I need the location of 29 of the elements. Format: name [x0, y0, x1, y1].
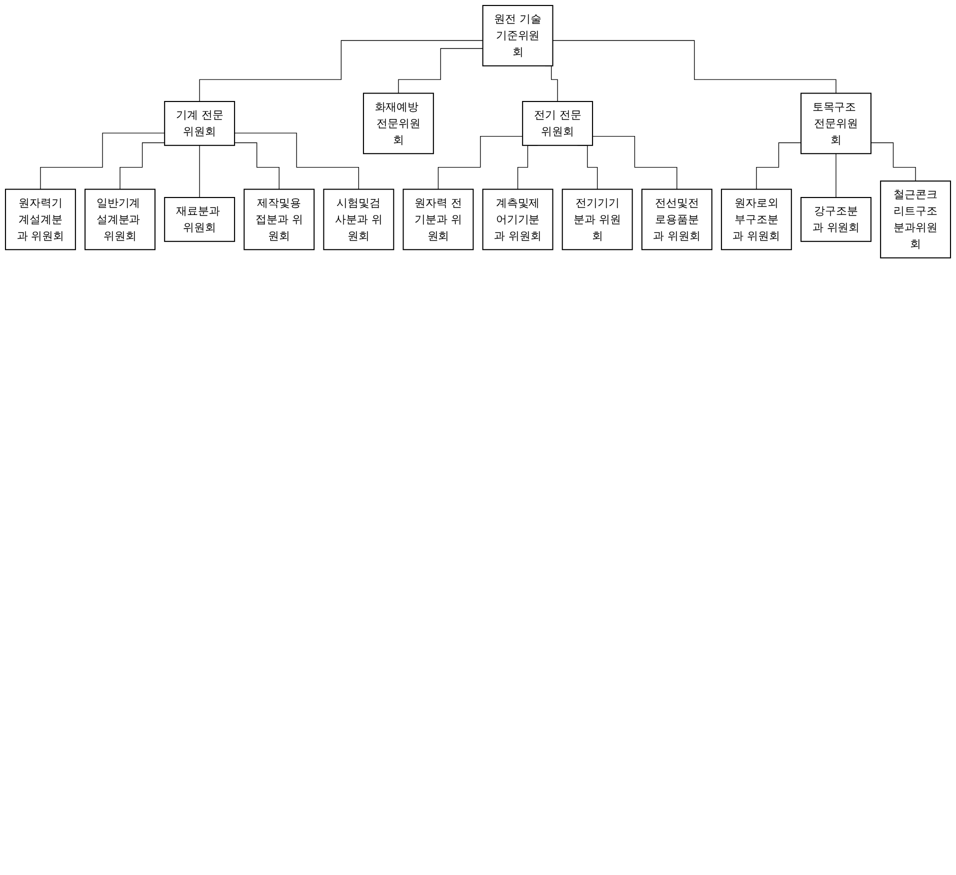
node-box: 토목구조 전문위원회: [800, 92, 872, 154]
node-box: 제작및용접분과 위원회: [244, 188, 315, 250]
node-box: 철근콘크리트구조분과위원회: [880, 180, 952, 258]
connector: [592, 136, 678, 190]
connector: [234, 132, 360, 190]
node-box: 원자력기계설계분과 위원회: [4, 188, 76, 250]
connector: [234, 142, 280, 190]
node-box: 전선및전로용품분과 위원회: [641, 188, 712, 250]
node-box: 원자로외부구조분과 위원회: [720, 188, 792, 250]
node-box: 계측및제어기기분과 위원회: [482, 188, 554, 250]
node-box: 기계 전문위원회: [164, 100, 236, 146]
node-box: 재료분과 위원회: [164, 197, 236, 242]
node-box: 전기 전문위원회: [522, 100, 594, 146]
node-box: 화재예방 전문위원회: [362, 92, 434, 154]
node-box: 전기기기분과 위원회: [562, 188, 633, 250]
connector: [398, 48, 484, 94]
node-box: 일반기계 설계분과 위원회: [84, 188, 156, 250]
node-box: 원전 기술기준위원회: [482, 4, 554, 66]
connector: [870, 142, 916, 182]
connector: [199, 145, 200, 198]
connector: [120, 142, 165, 190]
node-box: 시험및검사분과 위원회: [323, 188, 394, 250]
node-box: 강구조분과 위원회: [800, 197, 872, 242]
node-box: 원자력 전기분과 위원회: [402, 188, 474, 250]
connector: [756, 142, 802, 190]
connector: [40, 132, 165, 190]
connector: [199, 40, 484, 102]
connector: [552, 40, 836, 94]
connector: [438, 136, 523, 190]
